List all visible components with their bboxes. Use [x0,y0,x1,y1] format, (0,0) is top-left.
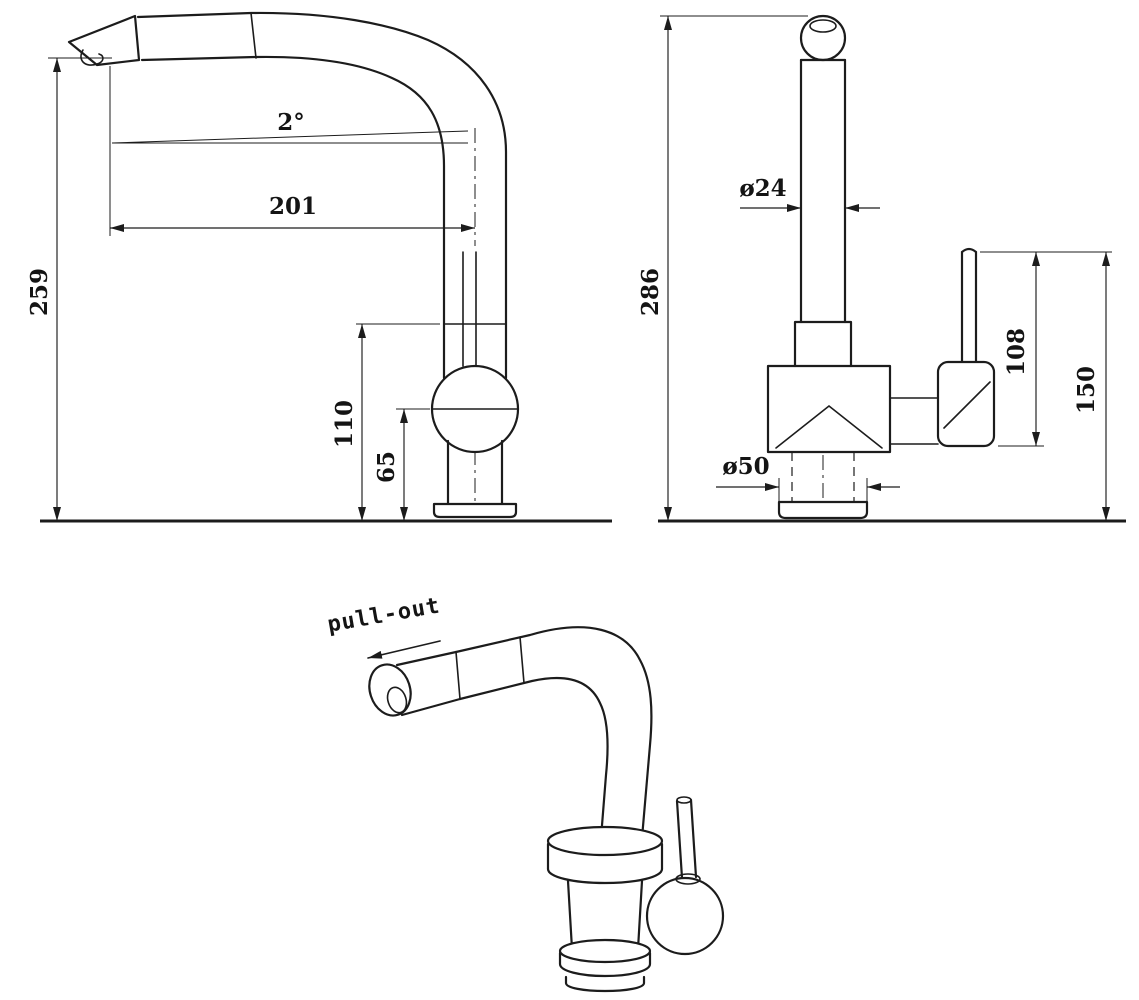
dim-front-total-height: 286 [637,15,808,521]
persp-handle-stick [675,798,698,880]
body-chevron-line [775,404,883,449]
spout-joint-line [250,12,257,59]
side-body [430,364,520,519]
dim-reach: 201 [109,66,475,236]
front-riser [799,58,847,324]
cap-top-ellipse [809,19,837,33]
dim-108-label: 108 [1003,328,1030,376]
dim-body-height: 110 [331,323,440,521]
spray-head-body [67,14,141,67]
persp-head-aerator [386,686,408,714]
handle-base [936,360,996,448]
front-view: ø24 286 108 150 ø50 [637,14,1126,523]
persp-column-sides [566,879,644,951]
persp-spout [454,626,653,840]
pull-out-annotation: pull-out [326,593,443,659]
base-flange [432,502,518,519]
persp-spray-head [368,650,462,717]
dim-spout-angle: 2° [111,109,469,144]
dim-dia50-label: ø50 [722,453,769,480]
dim-reach-label: 201 [269,193,317,220]
persp-base-lower-disc [564,975,646,993]
dim-150-label: 150 [1073,366,1100,414]
dim-286-label: 286 [637,268,664,316]
angle-slope-line [111,130,469,144]
dim-angle-label: 2° [277,109,305,136]
persp-body [546,825,725,993]
front-base-flange [777,500,869,520]
dim-110-label: 110 [331,400,358,448]
persp-collar-sides [546,842,664,871]
side-spout [136,11,508,380]
persp-handle [675,796,698,880]
persp-spout-outer [454,626,653,840]
cap-circle [799,14,847,62]
dim-dia24-label: ø24 [739,175,786,202]
persp-head-joint [455,651,461,700]
persp-base-disc [558,951,652,978]
front-cap [799,14,847,62]
pull-out-label: pull-out [326,593,443,637]
dim-base-diameter: ø50 [716,453,900,502]
perspective-view: pull-out [326,593,725,993]
spout-outer-edge [136,11,508,380]
body-outline [766,364,892,454]
dim-top-diameter: ø24 [739,175,880,212]
persp-handle-ball-joint [675,873,701,885]
front-body [766,320,892,520]
persp-base-top [558,938,652,964]
persp-collar-bottom [546,867,664,885]
dim-side-total-height: 259 [26,57,112,521]
dim-spout-center-height: 65 [373,408,430,521]
spout-inner-edge [140,55,446,380]
persp-collar-top [546,825,664,857]
handle-base-seam [943,381,991,429]
front-handle [889,247,996,448]
persp-head-top [395,650,458,667]
dim-259-label: 259 [26,268,53,316]
pull-out-arrow-icon [367,640,441,659]
persp-spout-joint-line [519,636,525,684]
collar-outline [793,320,853,368]
persp-spout-inner [458,676,609,840]
handle-mount-lines [889,397,939,445]
persp-head-bottom [400,697,462,717]
persp-handle-stick-top [676,796,692,804]
dim-handle-body-span: 108 [980,251,1112,447]
side-view: 2° 201 259 110 65 [26,11,612,523]
dim-handle-total-span: 150 [1073,252,1110,521]
dim-65-label: 65 [373,451,400,483]
handle-stick [960,247,978,364]
persp-handle-ball [645,876,725,956]
